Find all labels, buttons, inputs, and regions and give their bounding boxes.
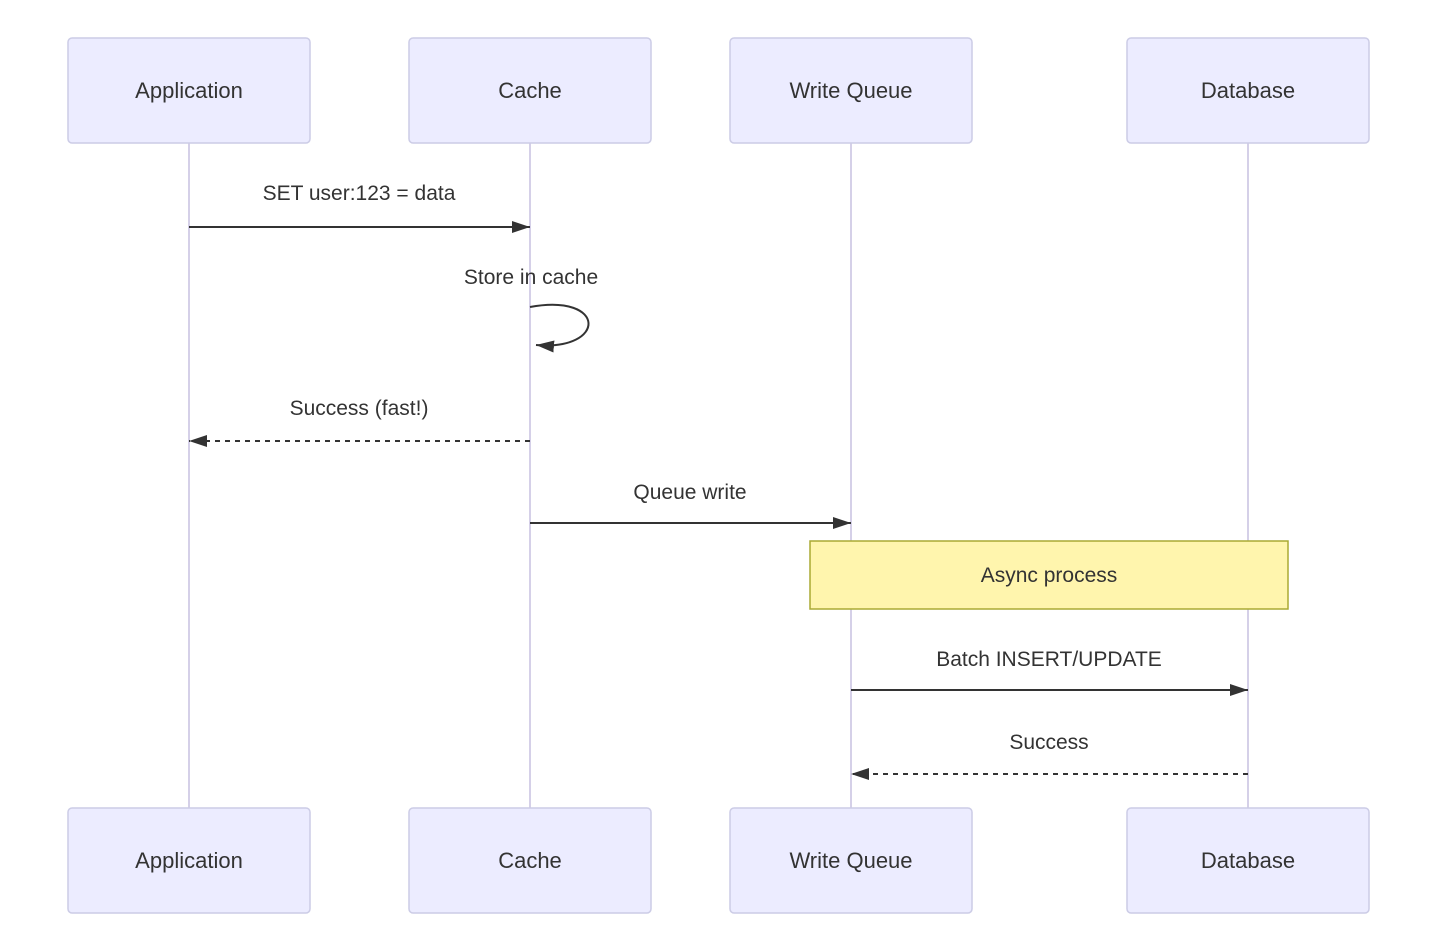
actor-label-cache: Cache [498, 78, 562, 103]
actor-top-write-queue: Write Queue [729, 37, 973, 144]
message-label: Success [1009, 731, 1088, 754]
actor-box [67, 807, 311, 914]
actor-top-application: Application [67, 37, 311, 144]
actor-label-application: Application [135, 78, 243, 103]
message-label: Store in cache [464, 266, 598, 289]
message-label: Success (fast!) [290, 397, 429, 420]
message-label: Batch INSERT/UPDATE [936, 648, 1162, 671]
actor-box [408, 807, 652, 914]
actor-box [67, 37, 311, 144]
actor-box [729, 37, 973, 144]
note-async-process: Async process [809, 540, 1289, 610]
actor-bottom-application: Application [67, 807, 311, 914]
actor-top-database: Database [1126, 37, 1370, 144]
actor-top-cache: Cache [408, 37, 652, 144]
actor-box [729, 807, 973, 914]
actor-label-write-queue: Write Queue [789, 78, 912, 103]
actor-label-application: Application [135, 848, 243, 873]
actor-label-database: Database [1201, 78, 1295, 103]
actor-label-write-queue: Write Queue [789, 848, 912, 873]
note-box [809, 540, 1289, 610]
actor-bottom-write-queue: Write Queue [729, 807, 973, 914]
message-self-loop [529, 303, 590, 353]
actor-box [1126, 37, 1370, 144]
actor-box [408, 37, 652, 144]
actor-label-cache: Cache [498, 848, 562, 873]
actor-bottom-cache: Cache [408, 807, 652, 914]
note-label: Async process [981, 564, 1118, 587]
actor-box [1126, 807, 1370, 914]
message-label: Queue write [633, 481, 746, 504]
actor-label-database: Database [1201, 848, 1295, 873]
actor-bottom-database: Database [1126, 807, 1370, 914]
message-label: SET user:123 = data [263, 182, 456, 205]
